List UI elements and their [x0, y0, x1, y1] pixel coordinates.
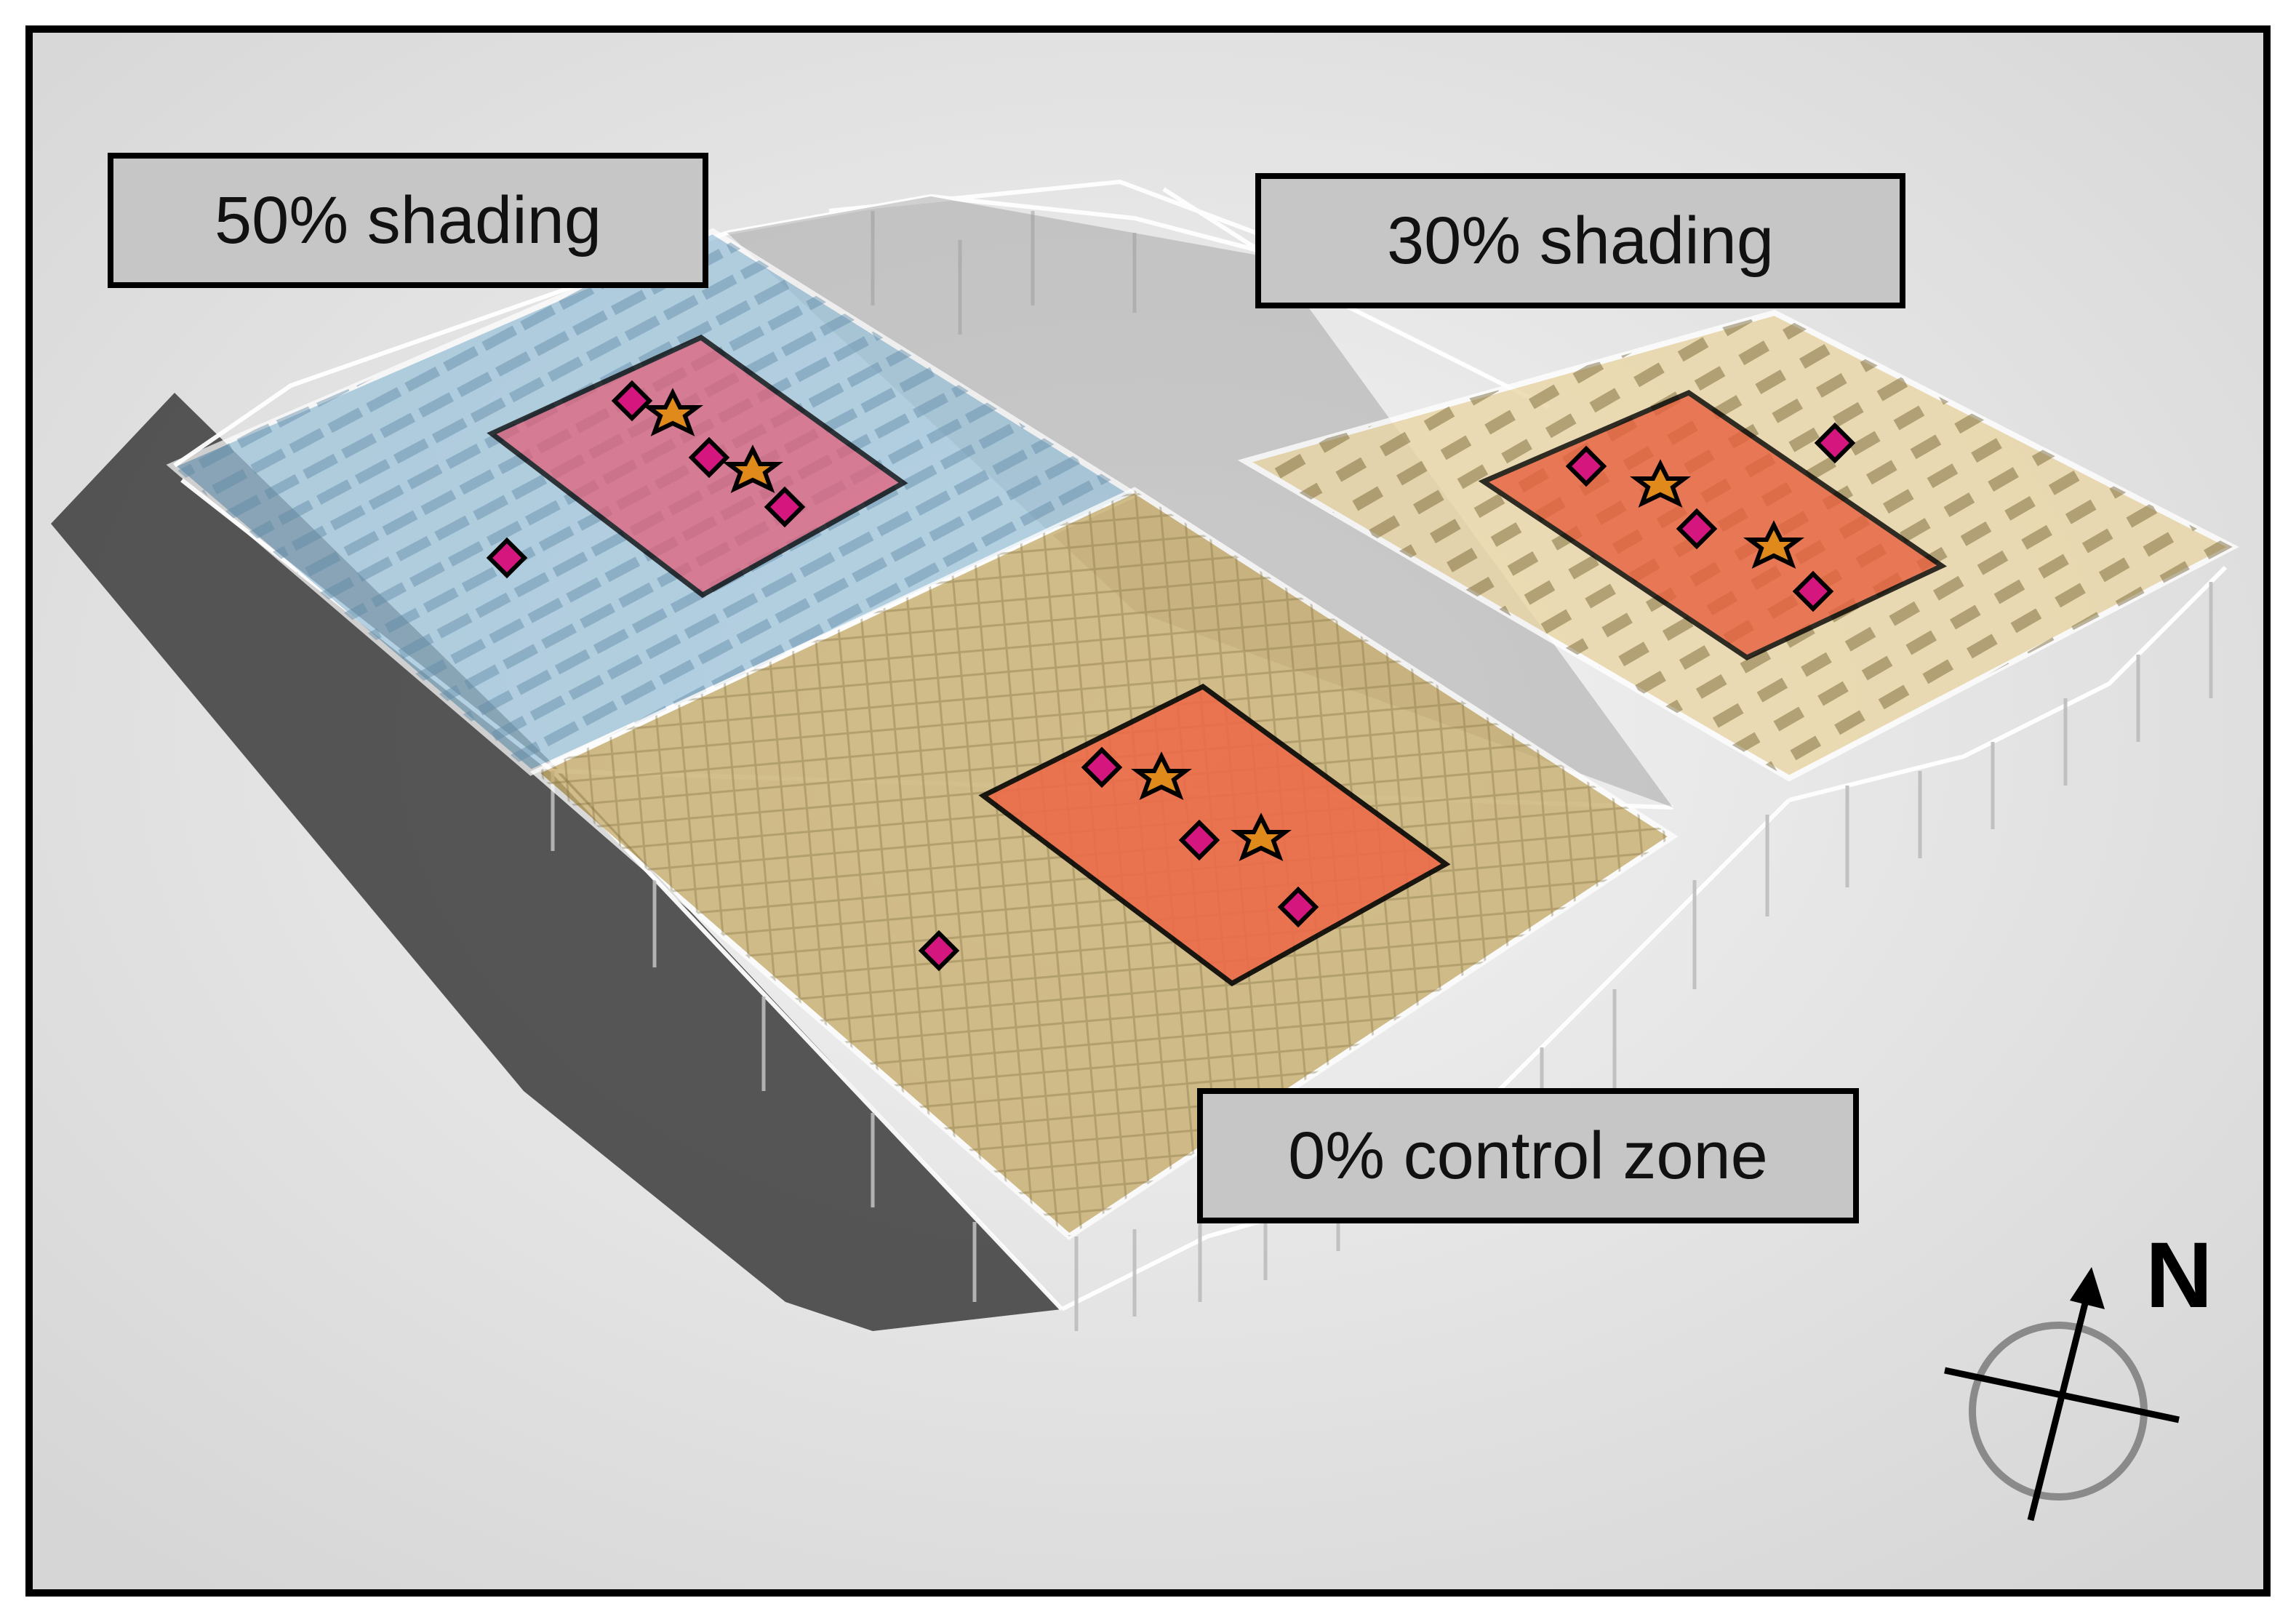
label-30-shading: 30% shading [1255, 173, 1905, 308]
star-marker-icon [1743, 520, 1804, 569]
diamond-marker-icon [1792, 570, 1834, 612]
markers-50 [486, 380, 806, 579]
markers-0 [918, 746, 1319, 972]
diamond-marker-icon [486, 537, 528, 579]
star-marker-icon [1231, 812, 1292, 861]
star-marker-icon [642, 388, 703, 436]
star-marker-icon [722, 444, 783, 493]
greenhouse-roof-unshaded [727, 196, 1673, 807]
label-0-control-zone: 0% control zone [1197, 1088, 1859, 1223]
north-arrow-icon [2027, 1293, 2091, 1522]
star-marker-icon [1630, 459, 1691, 508]
diamond-marker-icon [1178, 819, 1220, 861]
diamond-marker-icon [1277, 886, 1319, 928]
compass-north-label: N [2145, 1223, 2213, 1327]
markers-30 [1565, 422, 1856, 612]
greenhouse-shadow [51, 393, 1062, 1331]
compass-icon [1944, 1267, 2180, 1522]
diamond-marker-icon [688, 436, 730, 479]
diamond-marker-icon [918, 930, 960, 972]
diamond-marker-icon [611, 380, 653, 422]
figure-frame [25, 25, 2271, 1597]
diamond-marker-icon [1676, 508, 1718, 550]
diamond-marker-icon [1565, 445, 1607, 487]
diamond-marker-icon [1081, 746, 1123, 788]
diamond-marker-icon [1814, 422, 1856, 464]
label-50-shading: 50% shading [108, 153, 708, 288]
star-marker-icon [1131, 751, 1192, 800]
diamond-marker-icon [764, 486, 806, 528]
